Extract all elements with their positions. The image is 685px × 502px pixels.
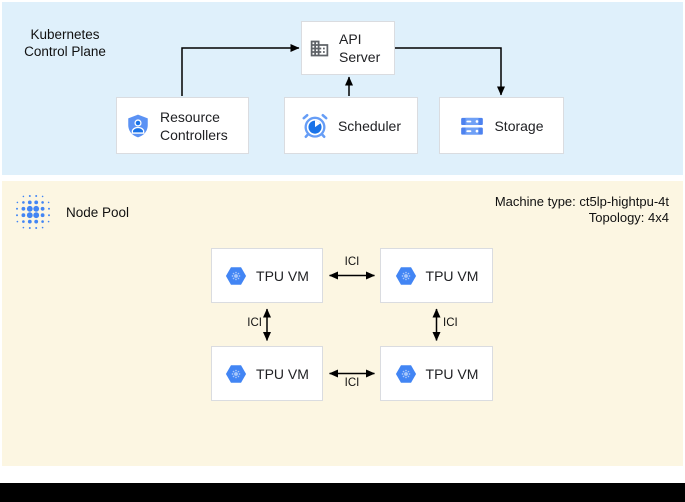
tpu-vm-label: TPU VM [256, 365, 309, 382]
ici-label-left: ICI [247, 317, 262, 329]
storage-box: Storage [439, 97, 564, 154]
ici-label-right: ICI [443, 317, 458, 329]
scheduler-label: Scheduler [337, 117, 402, 134]
ici-label-bottom: ICI [344, 377, 360, 389]
machine-type-text: Machine type: ct5lp-hightpu-4t [494, 194, 669, 209]
machine-info: Machine type: ct5lp-hightpu-4t Topology:… [495, 194, 669, 226]
api-server-label: API Server [339, 31, 381, 65]
building-icon [309, 38, 330, 59]
resource-controllers-box: Resource Controllers [116, 97, 249, 154]
hexagon-chip-icon [395, 265, 417, 287]
server-stack-icon [459, 113, 485, 139]
dot-grid-icon [13, 192, 53, 237]
storage-label: Storage [494, 117, 544, 134]
tpu-vm-label: TPU VM [425, 365, 479, 382]
tpu-vm-label: TPU VM [425, 267, 479, 284]
hexagon-chip-icon [395, 363, 417, 385]
topology-text: Topology: 4x4 [588, 210, 669, 225]
hexagon-chip-icon [225, 265, 247, 287]
resource-controllers-label: Resource Controllers [160, 108, 228, 143]
tpu-vm-box-top-left: TPU VM [211, 248, 323, 303]
tpu-vm-box-top-right: TPU VM [380, 248, 493, 303]
shield-user-icon [125, 113, 151, 139]
api-server-box: API Server [301, 21, 395, 75]
scheduler-box: Scheduler [284, 97, 418, 154]
bottom-black-bar [0, 483, 685, 502]
tpu-vm-box-bottom-right: TPU VM [380, 346, 493, 401]
control-plane-title: Kubernetes Control Plane [24, 27, 106, 59]
node-pool-title: Node Pool [66, 205, 130, 220]
node-pool-panel [2, 181, 683, 466]
alarm-clock-icon [301, 112, 329, 140]
tpu-vm-box-bottom-left: TPU VM [211, 346, 323, 401]
hexagon-chip-icon [225, 363, 247, 385]
ici-label-top: ICI [344, 256, 360, 268]
tpu-vm-label: TPU VM [256, 267, 309, 284]
